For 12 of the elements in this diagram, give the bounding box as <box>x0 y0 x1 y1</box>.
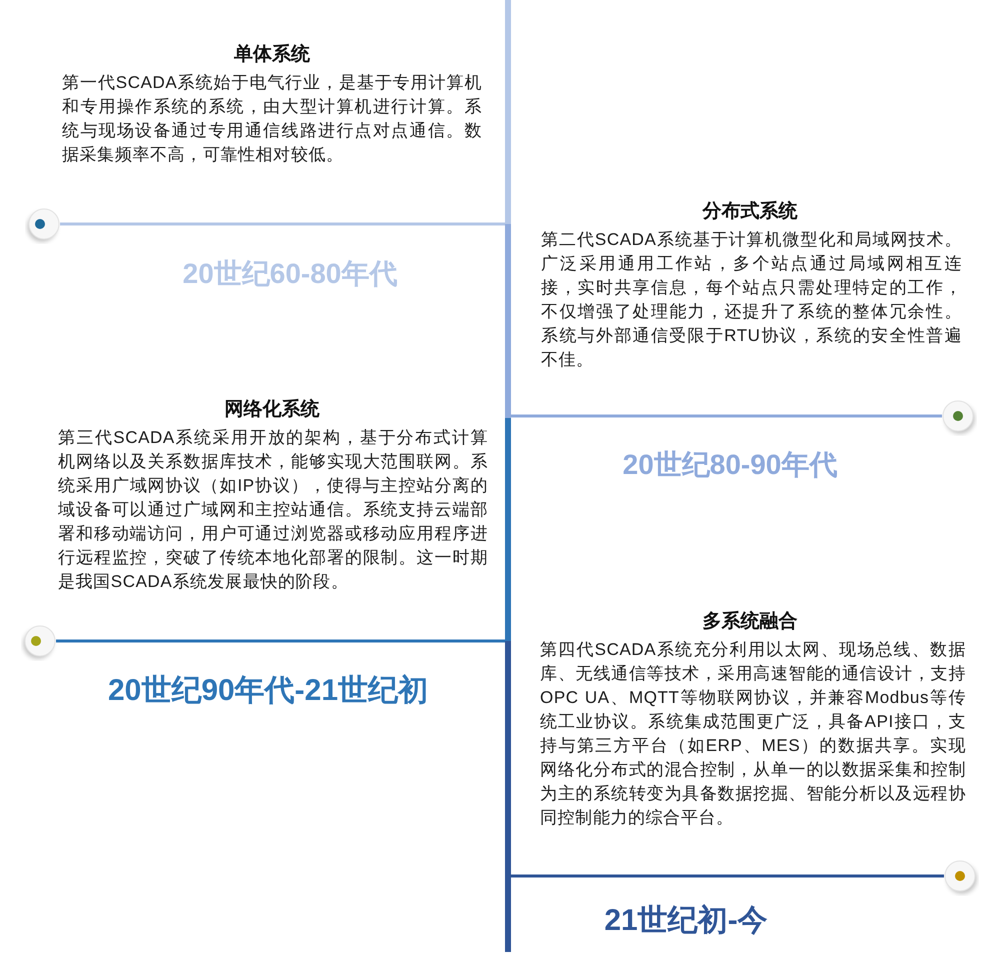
period-label: 21世纪初-今 <box>604 904 768 938</box>
section-heading: 多系统融合 <box>702 610 798 634</box>
description-text: 第一代SCADA系统始于电气行业，是基于专用计算机和专用操作系统的系统，由大型计算机进行计算。系统与现场设备通过专用通信线路进行点对点通信。数据采集频率不高，可靠性相对较低。 <box>62 72 482 166</box>
section-heading: 网络化系统 <box>224 398 320 422</box>
description-text: 第三代SCADA系统采用开放的架构，基于分布式计算机网络以及关系数据库技术，能够实现大范围联网。系统采用广域网协议（如IP协议），使得与主控站分离的域设备可以通过广域网和主控站通信。系统支持云端部署和移动端访问，用户可通过浏览器或移动应用程序进行远程监控，突破了传统本地化部署的限制。这一时期是我国SCADA系统发展最快的阶段。 <box>58 427 488 593</box>
section-heading: 分布式系统 <box>702 200 798 224</box>
period-label: 20世纪80-90年代 <box>622 448 838 482</box>
period-label: 20世纪60-80年代 <box>182 257 398 291</box>
section-heading: 单体系统 <box>234 43 310 67</box>
description-text: 第四代SCADA系统充分利用以太网、现场总线、数据库、无线通信等技术，采用高速智能的通信设计，支持OPC UA、MQTT等物联网协议，并兼容Modbus等传统工业协议。系统集成范围更广泛，具备API接口，支持与第三方平台（如ERP、MES）的数据共享。实现网络化分布式的混合控制，从单一的以数据采集和控制为主的系统转变为具备数据挖掘、智能分析以及远程协同控制能力的综合平台。 <box>540 639 966 829</box>
description-text: 第二代SCADA系统基于计算机微型化和局域网技术。广泛采用通用工作站，多个站点通过局域网相互连接，实时共享信息，每个站点只需处理特定的工作，不仅增强了处理能力，还提升了系统的整体冗余性。系统与外部通信受限于RTU协议，系统的安全性普遍不佳。 <box>541 229 962 371</box>
period-label: 20世纪90年代-21世纪初 <box>108 674 428 708</box>
